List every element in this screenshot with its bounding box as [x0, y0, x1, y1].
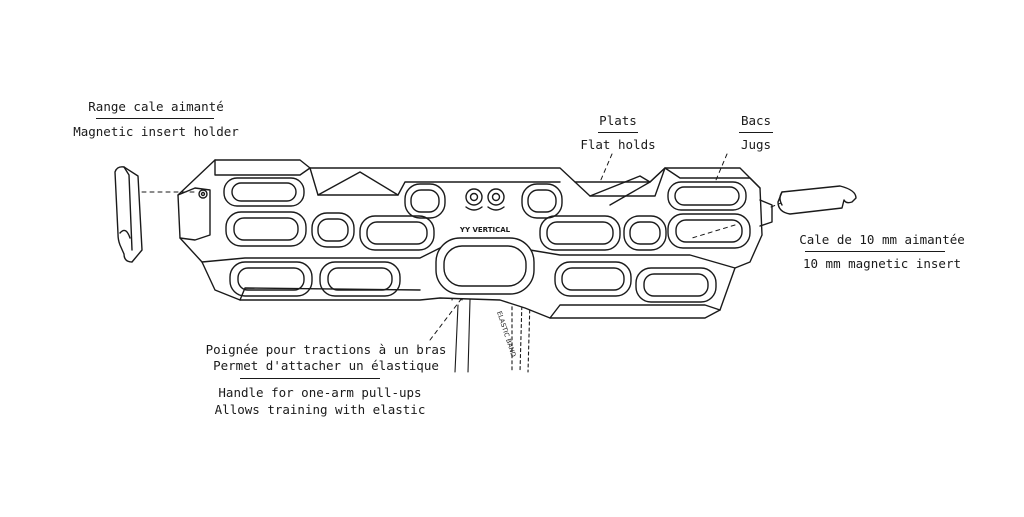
handle-label-fr-1: Poignée pour tractions à un bras	[205, 342, 447, 357]
jugs-label-fr: Bacs	[740, 113, 772, 128]
insert-label-fr: Cale de 10 mm aimantée	[799, 232, 965, 247]
jugs-label-en: Jugs	[740, 137, 772, 152]
insert-holder-label-fr: Range cale aimanté	[88, 99, 224, 114]
hold-slots	[223, 177, 751, 303]
insert-holder-label-en: Magnetic insert holder	[73, 124, 239, 139]
insert-label-en: 10 mm magnetic insert	[802, 256, 962, 271]
insert-holder-piece	[114, 166, 143, 263]
insert-piece	[777, 185, 857, 215]
flat-holds-label-fr: Plats	[599, 113, 637, 128]
elastic-band-text: ELASTIC BAND	[495, 310, 517, 358]
leader-lines	[141, 153, 782, 341]
flat-holds-label-en: Flat holds	[580, 137, 656, 152]
brand-logo: YY VERTICAL	[459, 188, 511, 234]
brand-text: YY VERTICAL	[459, 226, 511, 234]
handle-label-en-1: Handle for one-arm pull-ups	[218, 385, 422, 400]
insert-holder-divider	[96, 118, 214, 119]
handle-label-en-2: Allows training with elastic	[214, 402, 426, 417]
one-arm-handle	[435, 237, 535, 295]
insert-divider	[805, 251, 945, 252]
jugs-divider	[739, 132, 773, 133]
flat-holds-divider	[598, 132, 638, 133]
handle-divider	[240, 378, 380, 379]
handle-label-fr-2: Permet d'attacher un élastique	[213, 358, 439, 373]
